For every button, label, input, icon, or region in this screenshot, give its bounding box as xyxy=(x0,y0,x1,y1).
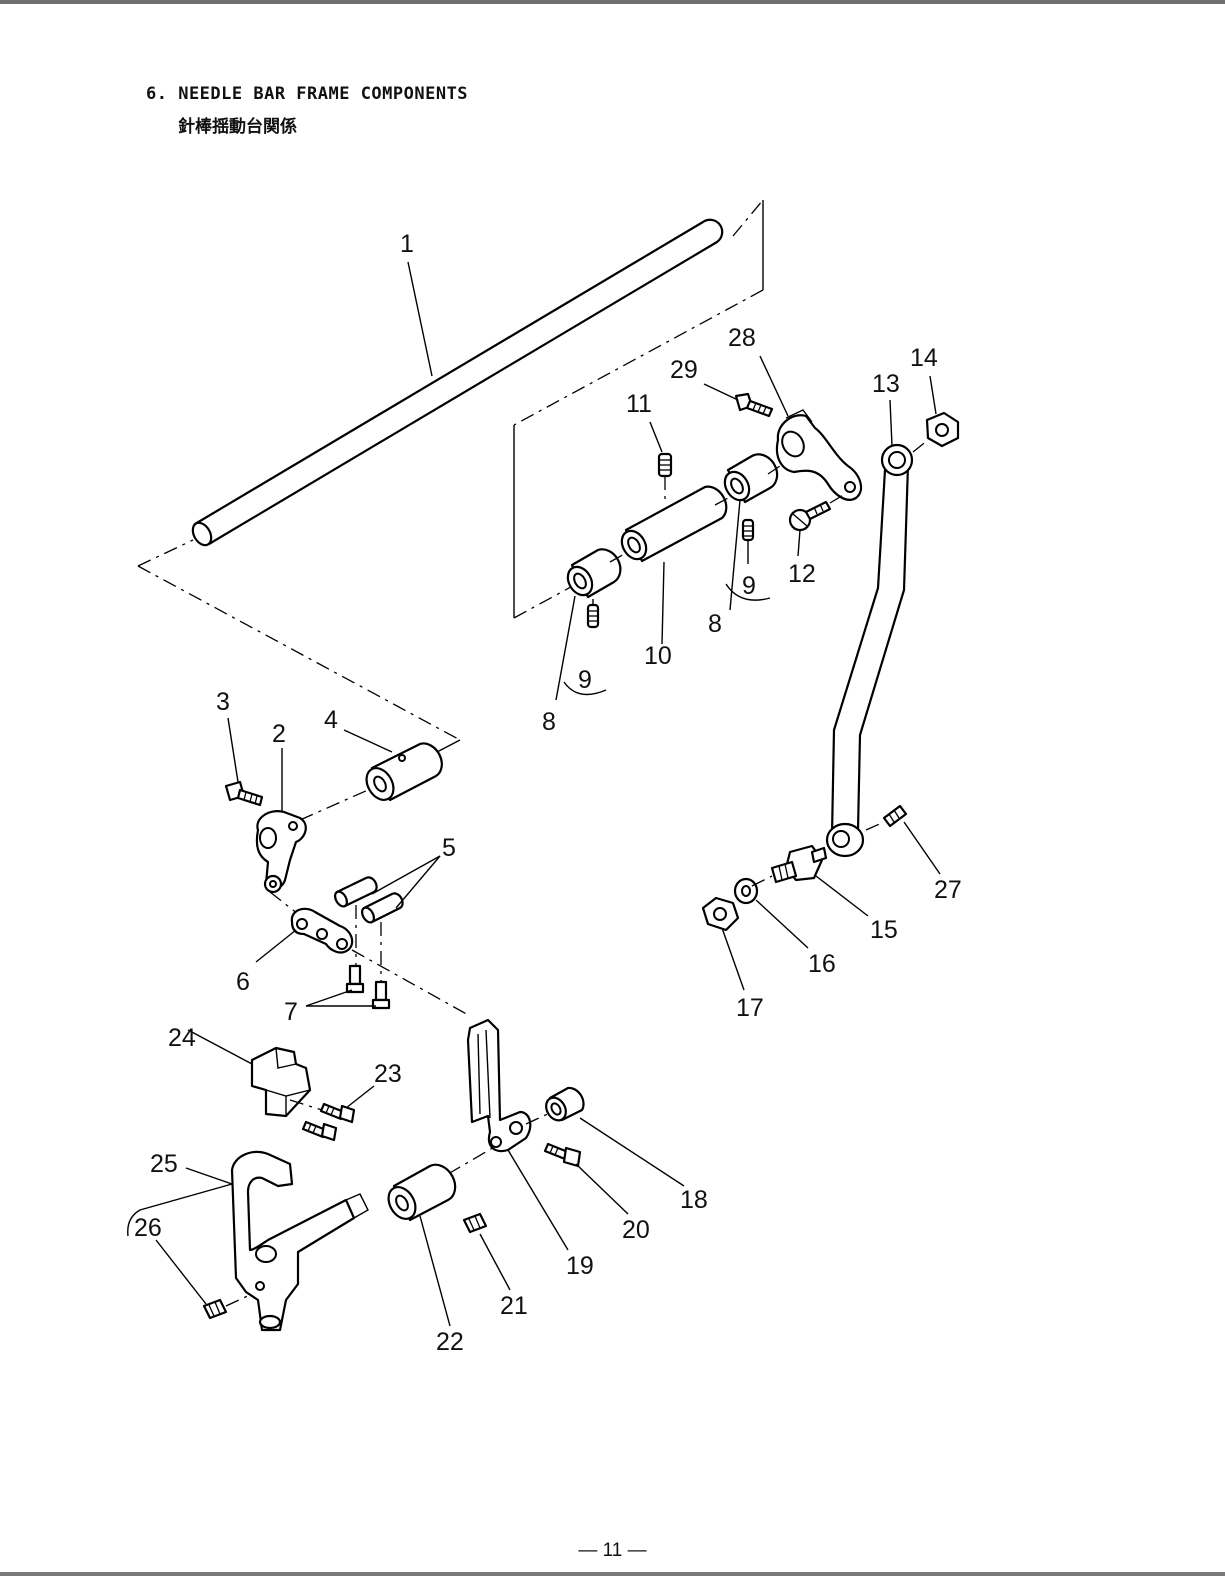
callout-15: 15 xyxy=(870,916,898,944)
callout-20: 20 xyxy=(622,1216,650,1244)
callout-7: 7 xyxy=(284,998,298,1026)
callout-17: 17 xyxy=(736,994,764,1022)
part-16-washer xyxy=(735,879,757,903)
callout-22: 22 xyxy=(436,1328,464,1356)
callout-11: 11 xyxy=(626,390,652,418)
part-3-screw xyxy=(226,782,262,805)
axis-line xyxy=(270,892,298,914)
part-8-bushing-right xyxy=(720,454,777,504)
part-9-set-screw-left xyxy=(588,599,598,627)
callout-13: 13 xyxy=(872,370,900,398)
callout-8-left: 8 xyxy=(542,708,556,736)
axis-line xyxy=(226,1294,252,1306)
callout-16: 16 xyxy=(808,950,836,978)
callout-26: 26 xyxy=(134,1214,162,1242)
part-29-screw xyxy=(736,394,772,416)
part-19-bracket xyxy=(468,1020,530,1151)
part-1-shaft xyxy=(189,220,722,549)
part-5-pins xyxy=(333,877,403,924)
axis-line xyxy=(300,790,368,820)
callout-10: 10 xyxy=(644,642,672,670)
axis-line xyxy=(752,876,772,886)
part-4-bushing xyxy=(361,743,442,804)
part-28-crank-lever xyxy=(777,410,861,500)
part-2-arm xyxy=(257,811,306,892)
callout-12: 12 xyxy=(788,560,816,588)
part-18-bushing xyxy=(542,1088,583,1124)
part-6-link xyxy=(292,909,352,953)
callout-21: 21 xyxy=(500,1292,528,1320)
callout-28: 28 xyxy=(728,324,756,352)
callout-8-right: 8 xyxy=(708,610,722,638)
part-14-nut xyxy=(927,413,958,446)
callout-24: 24 xyxy=(168,1024,196,1052)
callout-6: 6 xyxy=(236,968,250,996)
callout-2: 2 xyxy=(272,720,286,748)
part-24-block xyxy=(252,1048,310,1116)
part-13-connecting-rod xyxy=(827,445,912,856)
callout-3: 3 xyxy=(216,688,230,716)
axis-line xyxy=(448,1146,496,1174)
part-7-screws xyxy=(347,966,389,1008)
part-8-bushing-left xyxy=(563,549,620,599)
part-17-nut xyxy=(703,898,738,930)
part-9-set-screw-right xyxy=(743,520,753,540)
bottom-rule xyxy=(0,1572,1225,1576)
part-23-screws xyxy=(303,1104,354,1140)
callout-9-right: 9 xyxy=(742,572,756,600)
axis-line xyxy=(913,440,928,452)
part-10-sleeve xyxy=(617,487,726,564)
part-20-screw xyxy=(545,1144,580,1166)
callout-9-left: 9 xyxy=(578,666,592,694)
callout-23: 23 xyxy=(374,1060,402,1088)
axis-line xyxy=(866,822,884,830)
part-27-set-screw xyxy=(884,806,906,826)
callout-1: 1 xyxy=(400,230,414,258)
part-11-set-screw xyxy=(659,454,671,500)
part-22-bushing xyxy=(383,1165,455,1224)
callout-27: 27 xyxy=(934,876,962,904)
part-25-needle-bar-frame xyxy=(232,1152,368,1330)
part-21-set-screw xyxy=(464,1214,486,1232)
part-12-screw xyxy=(790,494,845,530)
callout-18: 18 xyxy=(680,1186,708,1214)
callout-14: 14 xyxy=(910,344,938,372)
callout-4: 4 xyxy=(324,706,338,734)
page-number: — 11 — xyxy=(0,1540,1225,1562)
part-26-set-screw xyxy=(204,1300,226,1318)
callout-29: 29 xyxy=(670,356,698,384)
callout-25: 25 xyxy=(150,1150,178,1178)
callout-19: 19 xyxy=(566,1252,594,1280)
callout-5: 5 xyxy=(442,834,456,862)
